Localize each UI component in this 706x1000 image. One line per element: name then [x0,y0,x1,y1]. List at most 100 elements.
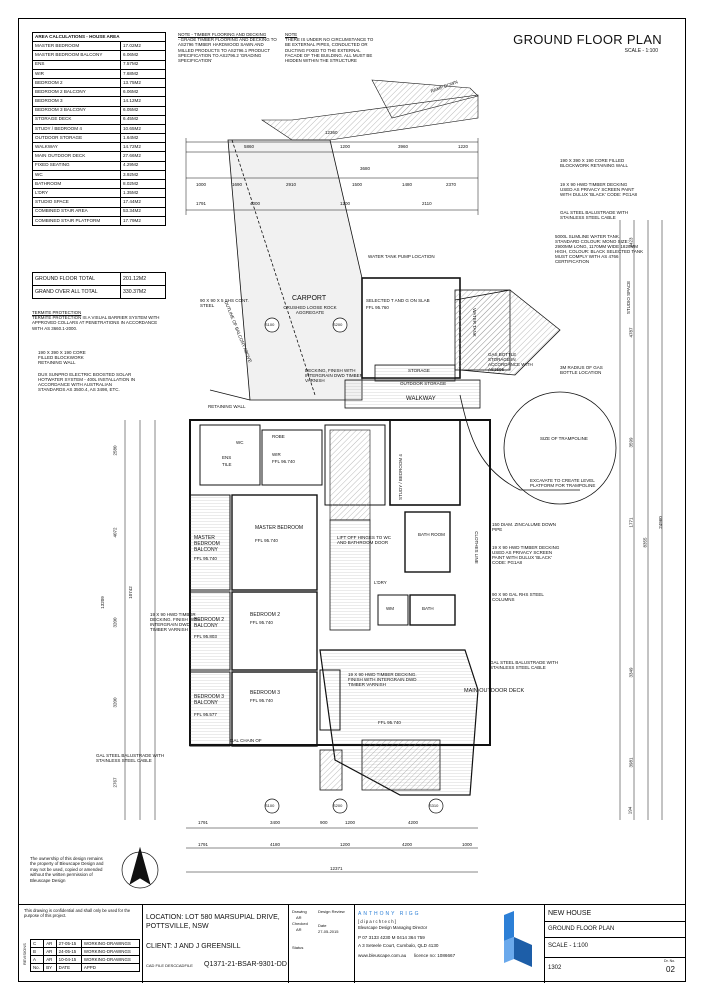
confidential-note: This drawing is confidential and shall o… [24,908,131,918]
dim-right-7: 3349 [628,667,634,678]
wir-ffl-label: FFL 96.740 [272,459,295,464]
hinges-label: LIFT OFF HINGES TO WC AND BATHROOM DOOR [337,535,392,545]
bedroom3-label: BEDROOM 3 [250,690,281,696]
revision-by: AR [43,947,57,956]
deck-finish-label: 19 X 90 HWD TIMBER DECKING. FINISH WITH … [348,672,417,687]
job-number: 1302 [548,965,562,971]
drawing-title: GROUND FLOOR PLAN [548,926,615,932]
area-room-value: 17.02M2 [120,41,166,52]
dim-top-2: 1200 [340,144,351,149]
drawing-label: Drawing [292,909,307,914]
wm-label: WM [386,606,394,611]
company-web[interactable]: www.bleuscape.com.au [358,953,407,958]
section-marker-3: S100 [265,803,275,808]
area-calculations-table: AREA CALCULATIONS - HOUSE AREA MASTER BE… [32,31,166,226]
grand-total-value: 330.37M2 [120,285,166,299]
revisions-label: REVISIONS [22,943,27,965]
ownership-note: The ownership of this design remains the… [30,856,104,883]
pipes-note-text: THERE IS UNDER NO CIRCUMSTANCE TO BE EXT… [285,37,374,64]
trampoline-arc [459,394,580,491]
laundry-label: L'DRY [374,580,387,585]
company-licence: licence no: 1086667 [414,953,456,958]
dim-left-5: 13209 [99,596,105,609]
dim-bottom-overall: 12371 [330,866,343,871]
drawing-no-label: Dr. No. [664,959,676,963]
robe-label: ROBE [272,434,285,439]
bedroom3-balcony-label: BEDROOM 3 BALCONY [194,694,225,706]
company-address: A 3 Seteele Court, Cumbalo, QLD 4130 [358,943,439,948]
title-block: This drawing is confidential and shall o… [18,904,686,983]
cad-file: CADFILE [176,963,193,968]
dim-right-1: 2423 [628,237,634,248]
termite-note: TERMITE PROTECTION TERMITE PROTECTION IS… [32,310,166,331]
revision-date: 27-05-15 [55,939,82,948]
dim-right-4: 1771 [628,517,634,528]
revision-by: AR [43,955,57,964]
dim-left-4: 3200 [112,617,118,628]
bath-label: BATH [422,606,434,611]
studio-space-label: STUDIO SPACE [626,280,632,315]
revision-no: B [29,947,45,956]
area-room-value: 17.79M2 [120,215,166,226]
drawing-scale: SCALE - 1:100 [548,943,589,949]
walkway-label: WALKWAY [406,396,436,402]
area-room-value: 17.44M2 [120,197,166,208]
dim-right-2: 4787 [628,327,634,338]
ens-label: ENS [222,455,232,460]
right-dimensions [619,220,663,820]
divider [544,937,686,938]
storage-label: STORAGE [408,368,430,373]
area-room-value: 10.65M2 [120,123,166,135]
revisions-label-wrap: REVISIONS [22,925,28,981]
project-name: NEW HOUSE [548,910,592,917]
deck-timber-left-label: 19 X 90 HWD TIMBER DECKING. FINISH WITH … [150,612,201,632]
tank-spec-label: 5000L SLIMLINE WATER TANK. STANDARD COLO… [555,234,644,264]
cad-value: Q1371-21-BSAR-9301-DD [204,961,287,968]
dim-right-8: 3981 [628,757,634,768]
section-marker-5: S310 [429,803,439,808]
main-deck-ffl-label: FFL 95.740 [378,720,401,725]
date-value: 27-05-2015 [318,929,339,934]
dim-top-row4-4: 2110 [422,201,432,206]
main-deck-label: MAIN OUTDOOR DECK [464,688,525,694]
downpipe-label: 150 DIAM. ZINCALUME DOWN PIPE [492,522,557,532]
dim-top-row3-6: 2370 [446,182,457,187]
area-room-value: 3.92M2 [120,169,166,181]
bedroom2-ffl-label: FFL 95.740 [250,620,273,625]
pipes-note-heading: NOTE [285,32,298,37]
revision-desc: WORKING-DRAWINGS [80,939,141,948]
revision-col-header: BY [43,963,57,972]
dim-top-row3-3: 2910 [286,182,297,187]
master-balcony-label: MASTER BEDROOM BALCONY [194,535,220,553]
dim-top-row3-1: 1000 [196,182,207,187]
bedroom2-label: BEDROOM 2 [250,612,281,618]
company-sub: [ d i p a r c h t e c h ] [358,919,396,924]
dim-top-4: 1220 [458,144,469,149]
master-balcony-ffl-label: FFL 95.740 [194,556,217,561]
retaining-wall-label: RETAINING WALL [208,404,246,409]
timber-note-text: - GRADE TIMBER FLOORING AND DECKING TO A… [178,37,277,64]
dim-bottom-1-2: 3400 [270,820,281,825]
left-dimensions [124,420,156,820]
termite-text: TERMITE PROTECTION IS A VISUAL BARRIER S… [32,315,160,331]
dim-top-row4-3: 1200 [340,201,351,206]
dim-left-2: 4072 [112,527,118,538]
selected-ffl-label: FFL 95.760 [366,305,389,310]
divider [544,957,686,958]
revision-date: 10-04-15 [55,955,82,964]
sheet-title: GROUND FLOOR PLAN [513,32,662,47]
balustrade-top-label: GAL STEEL BALUSTRADE WITH STAINLESS STEE… [560,210,629,220]
area-room-value: 27.66M2 [120,151,166,162]
dim-right-6: 24960 [657,516,663,529]
drawing-value: AR [296,915,302,920]
bedroom3-ffl-label: FFL 95.740 [250,698,273,703]
